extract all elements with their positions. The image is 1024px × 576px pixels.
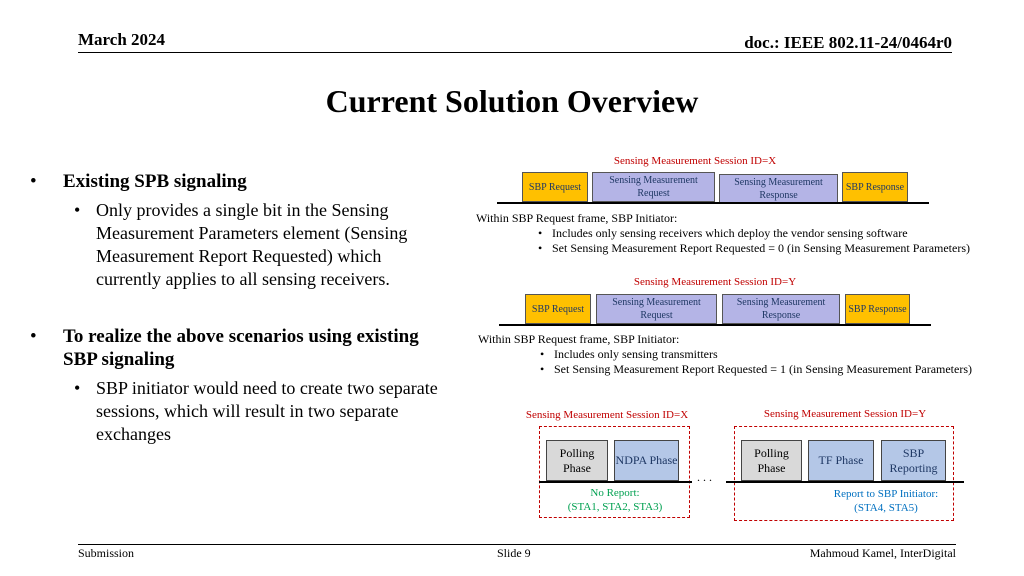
bullet-list: • Existing SPB signaling • Only provides… [30, 170, 450, 446]
sub-bullet-2-text: SBP initiator would need to create two s… [96, 378, 438, 444]
bullet-dot-icon: • [30, 171, 37, 192]
session-y-description: Within SBP Request frame, SBP Initiator:… [478, 332, 998, 377]
bullet-dot-icon: • [74, 378, 81, 398]
bullet-2-text: To realize the above scenarios using exi… [63, 326, 419, 370]
tf-phase-block: TF Phase [808, 440, 874, 481]
bullet-dot-icon: • [540, 362, 545, 376]
header-divider [78, 52, 952, 53]
session-x-description: Within SBP Request frame, SBP Initiator:… [476, 211, 996, 256]
sensing-measurement-request-frame: Sensing Measurement Request [592, 172, 715, 202]
bullet-dot-icon: • [538, 226, 543, 240]
sensing-measurement-request-frame: Sensing Measurement Request [596, 294, 717, 324]
footer-author: Mahmoud Kamel, InterDigital [809, 546, 956, 560]
bullet-2: • To realize the above scenarios using e… [30, 325, 450, 371]
phases-x-label: Sensing Measurement Session ID=X [525, 409, 689, 421]
sub-bullet-1-text: Only provides a single bit in the Sensin… [96, 200, 408, 289]
sensing-measurement-response-frame: Sensing Measurement Response [719, 174, 838, 204]
session-x-desc-item: •Set Sensing Measurement Report Requeste… [538, 241, 971, 255]
bullet-dot-icon: • [74, 200, 81, 220]
sensing-measurement-response-frame: Sensing Measurement Response [722, 294, 840, 324]
sbp-request-frame: SBP Request [522, 172, 588, 202]
bullet-dot-icon: • [538, 241, 543, 255]
sbp-response-frame: SBP Response [842, 172, 908, 202]
ellipsis: . . . [697, 470, 712, 484]
sub-bullet-1: • Only provides a single bit in the Sens… [30, 199, 450, 291]
report-note: Report to SBP Initiator: (STA4, STA5) [833, 488, 939, 514]
footer-slide-number: Slide 9 [497, 546, 531, 560]
phases-timeline-x [539, 481, 692, 483]
slide-title: Current Solution Overview [325, 83, 699, 119]
session-x-desc-title: Within SBP Request frame, SBP Initiator: [476, 211, 678, 225]
ndpa-phase-block: NDPA Phase [614, 440, 679, 481]
session-y-label: Sensing Measurement Session ID=Y [633, 276, 797, 288]
timeline-y [499, 324, 931, 326]
session-x-label: Sensing Measurement Session ID=X [613, 155, 777, 167]
bullet-1-text: Existing SPB signaling [63, 171, 247, 192]
session-y-desc-title: Within SBP Request frame, SBP Initiator: [478, 332, 680, 346]
polling-phase-block: Polling Phase [741, 440, 802, 481]
session-y-desc-item: •Includes only sensing transmitters [540, 347, 718, 361]
sbp-reporting-block: SBP Reporting [881, 440, 946, 481]
session-x-box [539, 426, 690, 518]
header-date: March 2024 [78, 30, 166, 49]
session-x-desc-item: •Includes only sensing receivers which d… [538, 226, 908, 240]
phases-y-label: Sensing Measurement Session ID=Y [763, 408, 927, 420]
sbp-response-frame: SBP Response [845, 294, 910, 324]
session-y-desc-item: •Set Sensing Measurement Report Requeste… [540, 362, 973, 376]
sub-bullet-2: • SBP initiator would need to create two… [30, 377, 450, 446]
footer-submission: Submission [78, 546, 135, 560]
bullet-dot-icon: • [540, 347, 545, 361]
footer-divider [78, 544, 956, 545]
phases-timeline-y [726, 481, 964, 483]
bullet-dot-icon: • [30, 326, 37, 347]
timeline-x [497, 202, 929, 204]
bullet-1: • Existing SPB signaling [30, 170, 450, 193]
session-y-box [734, 426, 954, 521]
sbp-request-frame: SBP Request [525, 294, 591, 324]
header-doc-id: doc.: IEEE 802.11-24/0464r0 [744, 33, 952, 52]
polling-phase-block: Polling Phase [546, 440, 608, 481]
no-report-note: No Report: (STA1, STA2, STA3) [567, 487, 663, 513]
